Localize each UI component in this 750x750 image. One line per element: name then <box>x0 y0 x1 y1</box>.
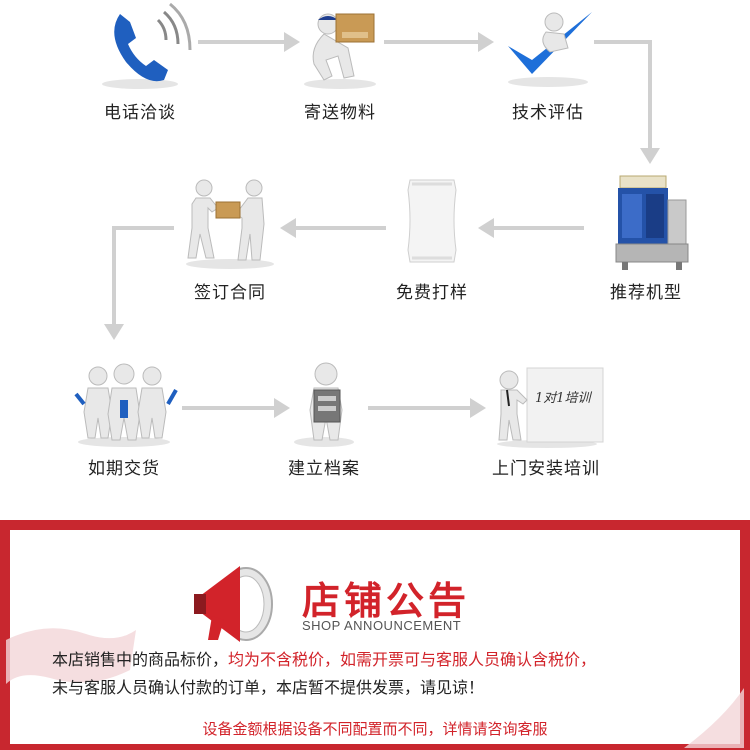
step-label: 免费打样 <box>396 283 468 303</box>
step-label: 技术评估 <box>512 103 584 123</box>
announcement-line-1-a: 本店销售中的商品标价， <box>52 650 229 669</box>
announcement-body: 店铺公告 SHOP ANNOUNCEMENT 本店销售中的商品标价，均为不含税价… <box>6 530 744 748</box>
step-send-material: 寄送物料 <box>270 2 410 123</box>
step-create-archive: 建立档案 <box>254 360 394 479</box>
arrow-connector <box>112 226 116 326</box>
step-on-time-delivery: 如期交货 <box>54 360 194 479</box>
arrow-left-icon <box>478 218 494 238</box>
announcement-line-2: 未与客服人员确认付款的订单，本店暂不提供发票，请见谅！ <box>52 678 485 697</box>
arrow-left-icon <box>280 218 296 238</box>
arrow-connector <box>198 40 284 44</box>
arrow-connector <box>114 226 174 230</box>
step-label: 电话洽谈 <box>104 103 176 123</box>
process-flow: 电话洽谈 寄送物料 技术评估 <box>54 2 716 479</box>
arrow-connector <box>648 40 652 150</box>
checkmark-figure-icon <box>488 2 608 92</box>
step-label: 上门安装培训 <box>492 459 600 479</box>
announcement-title: 店铺公告 <box>302 579 471 623</box>
step-label: 如期交货 <box>88 459 160 479</box>
corner-decoration <box>684 688 744 748</box>
file-carrying-figure-icon <box>264 360 384 448</box>
shop-announcement-panel: 店铺公告 SHOP ANNOUNCEMENT 本店销售中的商品标价，均为不含税价… <box>0 520 750 750</box>
announcement-line-1: 本店销售中的商品标价，均为不含税价，如需开票可与客服人员确认含税价， <box>52 646 596 670</box>
arrow-connector <box>368 406 470 410</box>
announcement-subtitle: SHOP ANNOUNCEMENT <box>302 618 462 633</box>
step-label: 建立档案 <box>288 459 360 479</box>
arrow-right-icon <box>284 32 300 52</box>
arrow-down-icon <box>104 324 124 340</box>
courier-figure-icon <box>280 2 400 92</box>
step-install-training: 1对1培训 上门安装培训 <box>476 360 616 479</box>
board-text: 1对1培训 <box>535 391 593 406</box>
phone-icon <box>80 2 200 92</box>
step-recommend-model: 推荐机型 <box>576 172 716 303</box>
step-tech-evaluation: 技术评估 <box>478 2 618 123</box>
training-board-figure-icon: 1对1培训 <box>481 360 611 448</box>
step-phone-consult: 电话洽谈 <box>70 2 210 123</box>
arrow-right-icon <box>478 32 494 52</box>
announcement-line-3: 设备金额根据设备不同配置而不同，详情请咨询客服 <box>202 720 548 738</box>
step-label: 签订合同 <box>194 283 266 303</box>
megaphone-icon <box>194 566 273 642</box>
arrow-connector <box>384 40 478 44</box>
step-free-sample: 免费打样 <box>362 172 502 303</box>
step-label: 推荐机型 <box>610 283 682 303</box>
arrow-connector <box>182 406 274 410</box>
announcement-line-1-b: 均为不含税价，如需开票可与客服人员确认含税价， <box>228 650 597 669</box>
arrow-connector <box>594 40 652 44</box>
sample-bag-icon <box>372 172 492 272</box>
arrow-right-icon <box>470 398 486 418</box>
workers-figures-icon <box>64 360 184 448</box>
packaging-machine-icon <box>586 172 706 272</box>
step-sign-contract: 签订合同 <box>160 172 300 303</box>
arrow-connector <box>296 226 386 230</box>
step-label: 寄送物料 <box>304 103 376 123</box>
brush-swash-decoration <box>6 628 136 684</box>
arrow-right-icon <box>274 398 290 418</box>
arrow-down-icon <box>640 148 660 164</box>
handshake-figures-icon <box>170 172 290 272</box>
arrow-connector <box>494 226 584 230</box>
